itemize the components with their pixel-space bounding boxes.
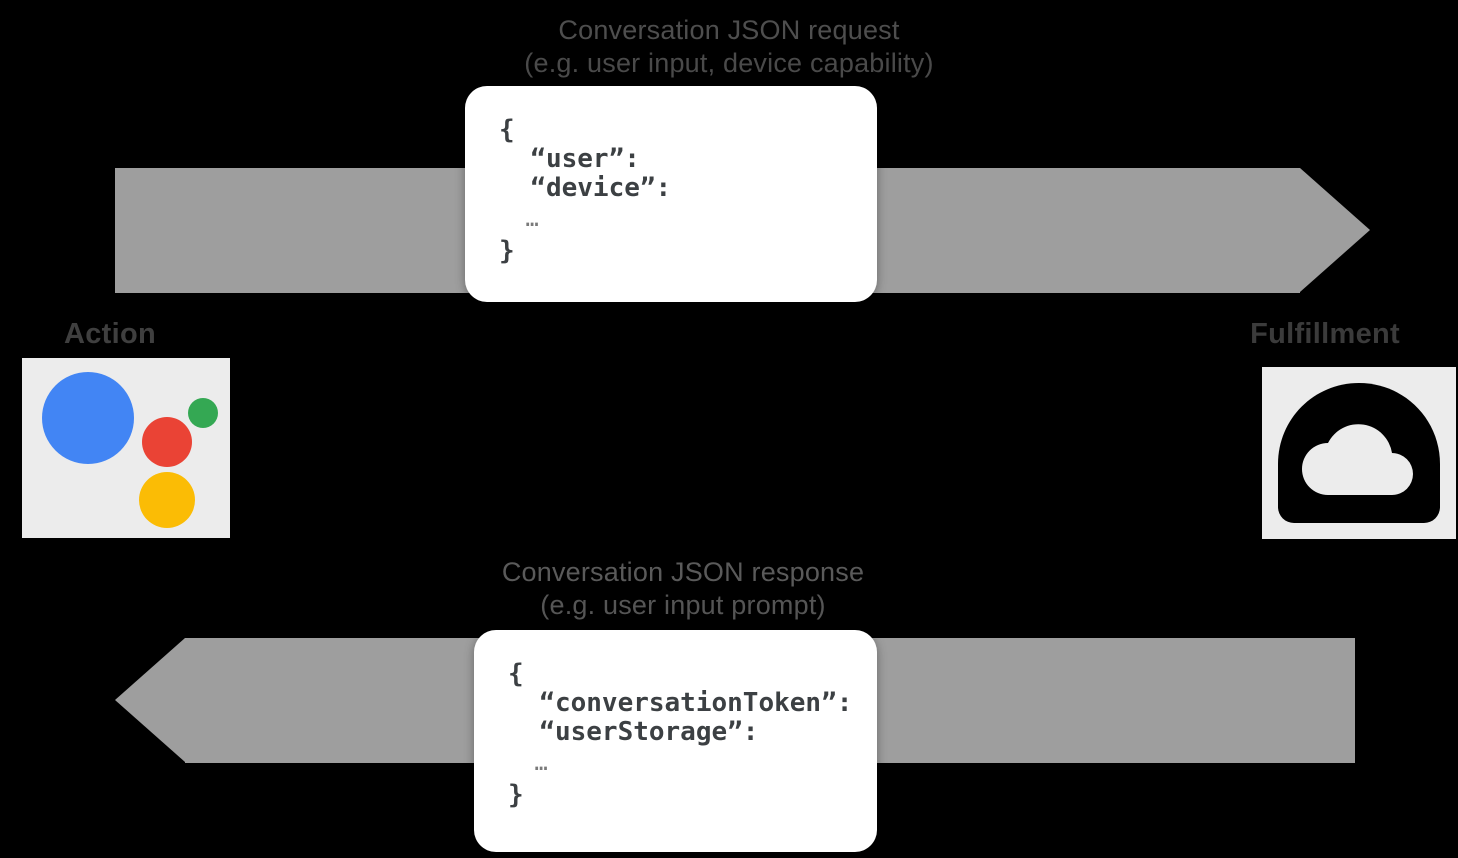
json-line: {	[508, 659, 524, 689]
response-arrow-head	[115, 638, 185, 762]
assistant-red-dot	[142, 417, 192, 467]
json-line: }	[499, 236, 515, 266]
response-caption: Conversation JSON response (e.g. user in…	[0, 556, 1366, 622]
response-json-card: { “conversationToken”: “userStorage”: … …	[474, 630, 877, 852]
cloud-icon-cutout	[1302, 424, 1413, 495]
assistant-yellow-dot	[139, 472, 195, 528]
json-line: “user”:	[499, 144, 640, 174]
response-caption-line1: Conversation JSON response	[501, 557, 865, 587]
json-line: {	[499, 115, 515, 145]
google-assistant-tile	[22, 358, 230, 538]
cloud-functions-tile	[1262, 367, 1456, 539]
request-caption-line2: (e.g. user input, device capability)	[524, 48, 934, 78]
request-json-card: { “user”: “device”: … }	[465, 86, 877, 302]
cloud-functions-icon	[1278, 383, 1440, 523]
response-caption-line2: (e.g. user input prompt)	[540, 590, 826, 620]
json-line-ellipsis: …	[499, 207, 539, 232]
request-caption: Conversation JSON request (e.g. user inp…	[0, 14, 1458, 80]
request-arrow-head	[1300, 168, 1370, 292]
action-label: Action	[64, 318, 157, 350]
json-line: “userStorage”:	[508, 717, 759, 747]
google-assistant-logo	[42, 372, 218, 528]
request-caption-line1: Conversation JSON request	[558, 15, 900, 45]
fulfillment-label: Fulfillment	[1250, 318, 1400, 350]
json-line-ellipsis: …	[508, 751, 548, 776]
json-line: “device”:	[499, 173, 672, 203]
assistant-blue-dot	[42, 372, 134, 464]
json-line: }	[508, 780, 524, 810]
assistant-green-dot	[188, 398, 218, 428]
json-line: “conversationToken”:	[508, 688, 853, 718]
